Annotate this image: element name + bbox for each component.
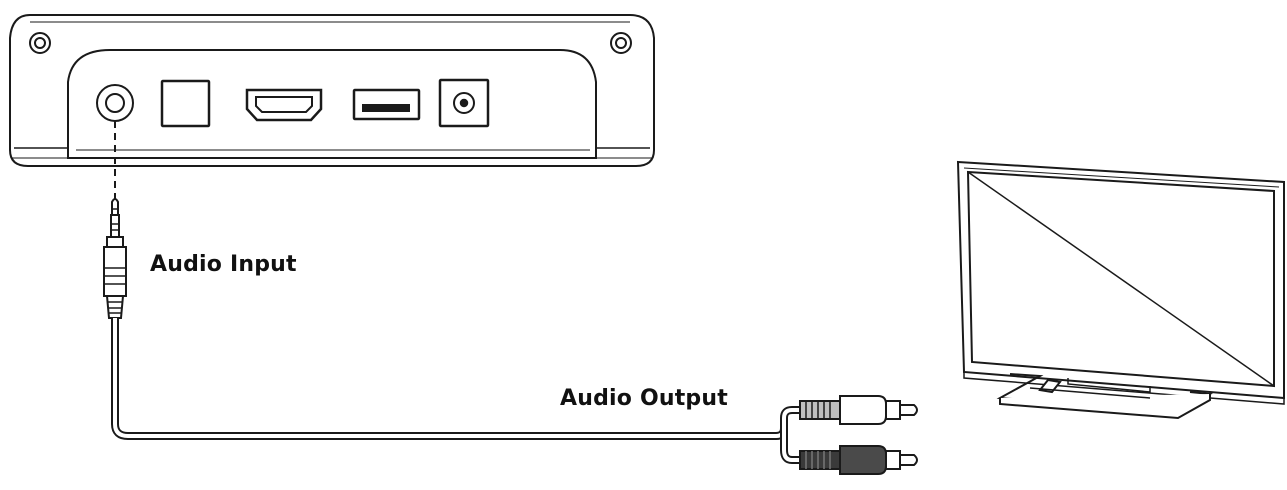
audio-cable (111, 318, 800, 464)
hdmi-port-icon (245, 88, 323, 122)
set-top-box (9, 14, 655, 167)
television-stand-icon (996, 373, 1214, 420)
rca-plug-white-icon (799, 395, 918, 425)
usb-port-icon (352, 88, 421, 121)
screw-right-icon (610, 32, 632, 54)
rca-plug-black-icon (799, 445, 918, 475)
audio-output-label: Audio Output (560, 386, 728, 411)
screw-left-icon (29, 32, 51, 54)
optical-port-icon (160, 79, 211, 128)
dc-power-port-icon (438, 78, 490, 128)
television-icon (956, 160, 1285, 405)
audio-jack-plug-icon (103, 198, 127, 319)
audio-input-label: Audio Input (150, 252, 297, 277)
